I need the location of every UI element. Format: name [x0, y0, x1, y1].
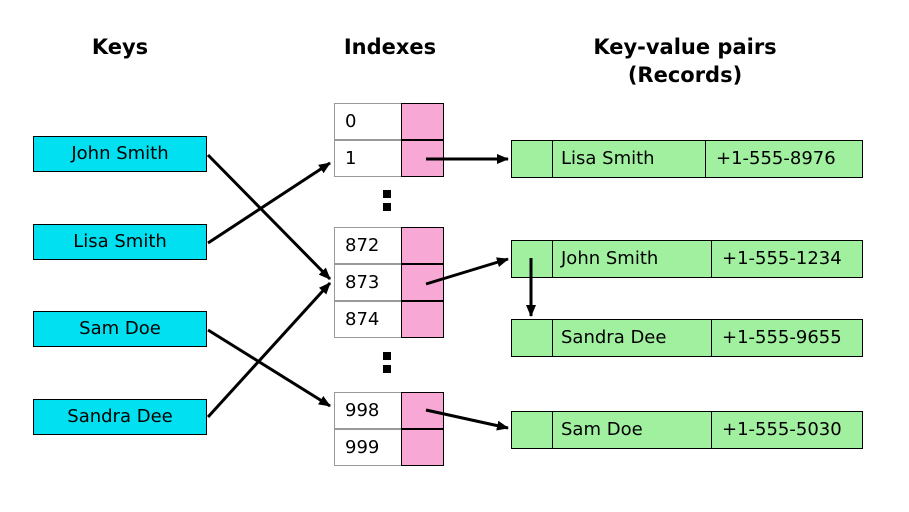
- arrow-john-to-873: [206, 153, 332, 281]
- record-name: Sam Doe: [553, 412, 712, 448]
- index-0: 0: [334, 103, 402, 140]
- record-phone: +1-555-9655: [722, 327, 842, 348]
- record-lisa-smith: Lisa Smith +1-555-8976: [511, 140, 863, 178]
- bucket-slot-0: [401, 103, 444, 140]
- arrow-sam-to-998: [207, 328, 331, 408]
- records-header-line2: (Records): [627, 63, 743, 87]
- record-name: Lisa Smith: [553, 141, 706, 177]
- bucket-slot-873: [401, 264, 444, 301]
- bucket-slot-874: [401, 301, 444, 338]
- arrow-lisa-to-1: [207, 161, 331, 245]
- arrow-bucket998-to-sam: [425, 408, 509, 431]
- record-phone: +1-555-8976: [716, 148, 836, 169]
- index-873: 873: [334, 264, 402, 301]
- bucket-slot-998: [401, 392, 444, 429]
- record-name: Sandra Dee: [553, 320, 712, 356]
- arrow-sandra-to-873: [206, 281, 332, 419]
- record-next-pointer: [512, 241, 553, 277]
- index-872: 872: [334, 227, 402, 264]
- index-1: 1: [334, 140, 402, 177]
- index-998: 998: [334, 392, 402, 429]
- key-lisa-smith: Lisa Smith: [33, 224, 207, 260]
- record-next-pointer: [512, 141, 553, 177]
- record-sam-doe: Sam Doe +1-555-5030: [511, 411, 863, 449]
- key-john-smith: John Smith: [33, 136, 207, 172]
- record-next-pointer: [512, 412, 553, 448]
- record-phone: +1-555-1234: [722, 248, 842, 269]
- bucket-slot-999: [401, 429, 444, 466]
- ellipsis-dots-1: [383, 190, 391, 216]
- record-phone: +1-555-5030: [722, 419, 842, 440]
- record-next-pointer: [512, 320, 553, 356]
- arrow-bucket873-to-john: [425, 257, 509, 286]
- key-sam-doe: Sam Doe: [33, 311, 207, 347]
- record-name: John Smith: [553, 241, 712, 277]
- index-874: 874: [334, 301, 402, 338]
- index-999: 999: [334, 429, 402, 466]
- ellipsis-dots-2: [383, 352, 391, 378]
- indexes-header: Indexes: [343, 35, 437, 59]
- keys-header: Keys: [91, 35, 149, 59]
- key-sandra-dee: Sandra Dee: [33, 399, 207, 435]
- bucket-slot-872: [401, 227, 444, 264]
- record-sandra-dee: Sandra Dee +1-555-9655: [511, 319, 863, 357]
- records-header-line1: Key-value pairs: [593, 35, 777, 59]
- record-john-smith: John Smith +1-555-1234: [511, 240, 863, 278]
